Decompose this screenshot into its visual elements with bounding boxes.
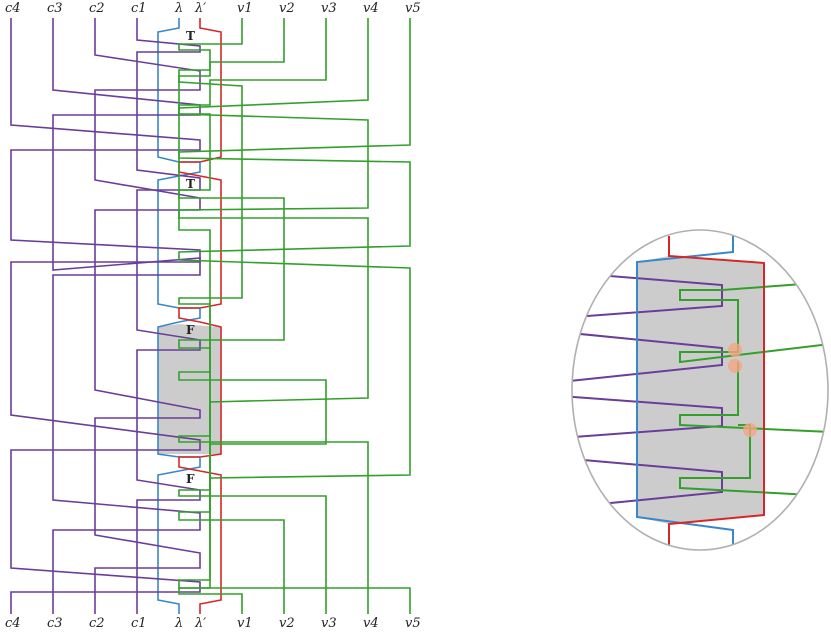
zoom-red-outline bbox=[668, 236, 765, 546]
gadget-label-2: T bbox=[186, 177, 195, 191]
label-v2-bottom: v2 bbox=[279, 616, 295, 631]
zoom-content bbox=[572, 236, 828, 546]
label-c2-top: c2 bbox=[89, 1, 105, 16]
label-v1-bottom: v1 bbox=[237, 616, 253, 631]
label-v4-bottom: v4 bbox=[363, 616, 379, 631]
label-lambda-prime-top: λ′ bbox=[194, 1, 206, 16]
highlight-dot-2 bbox=[728, 359, 742, 373]
label-c3-bottom: c3 bbox=[47, 616, 63, 631]
wire-c2 bbox=[94, 18, 201, 614]
wire-v2 bbox=[178, 18, 285, 614]
clause-wires bbox=[10, 18, 201, 614]
wire-c4 bbox=[10, 18, 201, 614]
top-labels: c4 c3 c2 c1 λ λ′ v1 v2 v3 v4 v5 bbox=[5, 1, 421, 16]
label-v4-top: v4 bbox=[363, 1, 379, 16]
wire-c1 bbox=[136, 18, 201, 614]
label-v5-top: v5 bbox=[405, 1, 421, 16]
wire-v5 bbox=[178, 18, 411, 614]
wire-v1 bbox=[178, 18, 243, 614]
label-v3-bottom: v3 bbox=[321, 616, 337, 631]
wire-c3 bbox=[52, 18, 201, 614]
gadget-label-3: F bbox=[186, 323, 195, 337]
zoom-highlight-dots bbox=[728, 343, 757, 437]
highlighted-gadget-fill bbox=[158, 324, 221, 454]
label-c3-top: c3 bbox=[47, 1, 63, 16]
label-c1-top: c1 bbox=[131, 1, 147, 16]
gadget-2-blue bbox=[157, 175, 180, 309]
zoom-green-1 bbox=[679, 281, 828, 364]
gadget-4-red bbox=[199, 470, 222, 614]
label-c4-top: c4 bbox=[5, 1, 21, 16]
zoom-green-2 bbox=[679, 362, 828, 433]
gadget-1-blue bbox=[157, 18, 180, 163]
zoom-gadget-fill bbox=[637, 256, 764, 524]
label-lambda-prime-bottom: λ′ bbox=[194, 616, 206, 631]
gadget-4-blue bbox=[157, 470, 180, 614]
label-lambda-bottom: λ bbox=[174, 616, 183, 631]
crossing-2-red bbox=[178, 307, 201, 323]
zoom-inset bbox=[571, 229, 829, 551]
crossing-1-red bbox=[178, 161, 201, 177]
label-c2-bottom: c2 bbox=[89, 616, 105, 631]
label-v1-top: v1 bbox=[237, 1, 253, 16]
label-c4-bottom: c4 bbox=[5, 616, 21, 631]
zoom-purple-1 bbox=[572, 271, 723, 319]
gadget-label-4: F bbox=[186, 472, 195, 486]
bottom-labels: c4 c3 c2 c1 λ λ′ v1 v2 v3 v4 v5 bbox=[5, 616, 421, 631]
wire-v3 bbox=[178, 18, 327, 614]
label-lambda-top: λ bbox=[174, 1, 183, 16]
label-c1-bottom: c1 bbox=[131, 616, 147, 631]
label-v5-bottom: v5 bbox=[405, 616, 421, 631]
wire-v4 bbox=[178, 18, 369, 614]
zoom-ellipse-border bbox=[571, 229, 829, 551]
zoom-blue-outline bbox=[636, 236, 734, 546]
gadget-label-1: T bbox=[186, 29, 195, 43]
highlight-dot-3 bbox=[743, 423, 757, 437]
crossing-3-red bbox=[178, 456, 201, 472]
variable-wires bbox=[178, 18, 411, 614]
zoom-purple-3 bbox=[572, 395, 723, 439]
left-diagram: c4 c3 c2 c1 λ λ′ v1 v2 v3 v4 v5 c4 c3 c2… bbox=[5, 1, 421, 631]
label-v2-top: v2 bbox=[279, 1, 295, 16]
label-v3-top: v3 bbox=[321, 1, 337, 16]
zoom-purple-4 bbox=[572, 457, 723, 509]
gadget-3-blue bbox=[157, 321, 180, 458]
highlight-dot-1 bbox=[728, 343, 742, 357]
